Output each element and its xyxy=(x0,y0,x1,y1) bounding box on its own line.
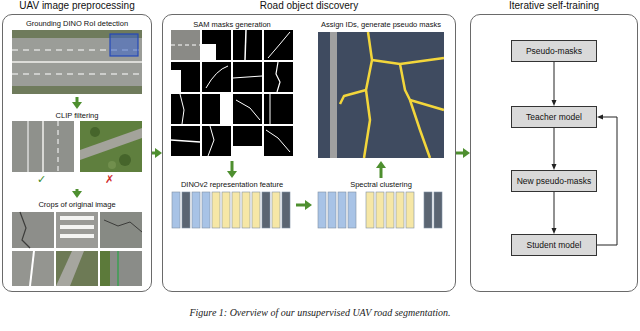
arrow-head xyxy=(463,148,470,158)
clip-images xyxy=(12,121,142,172)
box-label: Pseudo-masks xyxy=(526,46,582,56)
step-block: Crops of original image xyxy=(8,198,146,288)
process-box: Pseudo-masks xyxy=(511,40,597,62)
flow-arrow xyxy=(296,200,312,210)
flow-arrow xyxy=(597,115,617,246)
flow-arrow xyxy=(152,148,162,158)
figure-caption: Figure 1: Overview of our unsupervised U… xyxy=(0,307,640,319)
stage-panel: Road object discoverySAM masks generatio… xyxy=(162,14,456,292)
flow-arrow xyxy=(552,62,557,106)
arrow-line xyxy=(597,117,617,245)
arrow-head xyxy=(376,161,386,168)
clustered-bars xyxy=(318,192,442,228)
flow-arrow xyxy=(552,192,557,234)
box-label: Teacher model xyxy=(526,112,582,122)
step-label: Crops of original image xyxy=(8,198,146,209)
stage-panel: UAV image preprocessingGrounding DINO Ro… xyxy=(2,14,152,292)
arrow-line xyxy=(456,152,464,155)
flow-arrow xyxy=(376,161,386,178)
step-block: Grounding DINO RoI detection xyxy=(8,17,146,97)
panel-heading: Iterative self-training xyxy=(471,0,637,12)
stage-panel: Iterative self-trainingPseudo-masksTeach… xyxy=(470,14,638,292)
process-box: Teacher model xyxy=(511,106,597,128)
arrow-head xyxy=(155,148,162,158)
check-mark: ✓ xyxy=(37,174,46,186)
arrow-head xyxy=(597,115,603,120)
arrow-line xyxy=(554,62,555,101)
flow-arrow xyxy=(72,189,82,198)
step-block: SAM masks generation xyxy=(168,18,296,161)
step-label: Grounding DINO RoI detection xyxy=(8,17,146,28)
feature-bars xyxy=(172,192,290,228)
process-box: Student model xyxy=(511,234,597,256)
panel-heading: UAV image preprocessing xyxy=(3,0,151,12)
step-label: SAM masks generation xyxy=(168,18,296,29)
arrow-head xyxy=(72,191,82,198)
flow-arrow xyxy=(72,97,82,109)
arrow-line xyxy=(554,192,555,229)
sam-mask-tiles xyxy=(171,30,293,156)
arrow-line xyxy=(231,161,234,172)
box-label: New pseudo-masks xyxy=(517,176,592,186)
arrow-head xyxy=(227,171,237,178)
box-label: Student model xyxy=(527,240,582,250)
step-block: Assign IDs, generate pseudo masks xyxy=(312,18,450,161)
step-block: CLIP filtering xyxy=(8,109,146,189)
panel-heading: Road object discovery xyxy=(163,0,455,12)
image-crops xyxy=(12,212,142,286)
cross-mark: ✗ xyxy=(105,174,114,186)
arrow-head xyxy=(305,200,312,210)
arrow-head xyxy=(72,102,82,109)
step-block: DINOv2 representation feature xyxy=(168,178,296,232)
step-block: Spectral clustering xyxy=(312,178,450,232)
step-label: CLIP filtering xyxy=(8,109,146,120)
pseudo-mask-image xyxy=(318,32,444,158)
drone-image xyxy=(12,30,142,94)
step-label: Spectral clustering xyxy=(312,178,450,189)
arrow-line xyxy=(380,167,383,178)
flow-arrow xyxy=(552,128,557,170)
arrow-line xyxy=(554,128,555,165)
process-box: New pseudo-masks xyxy=(511,170,597,192)
step-label: Assign IDs, generate pseudo masks xyxy=(312,18,450,29)
step-label: DINOv2 representation feature xyxy=(168,178,296,189)
arrow-line xyxy=(296,204,306,207)
flow-arrow xyxy=(227,161,237,178)
flow-arrow xyxy=(456,148,470,158)
